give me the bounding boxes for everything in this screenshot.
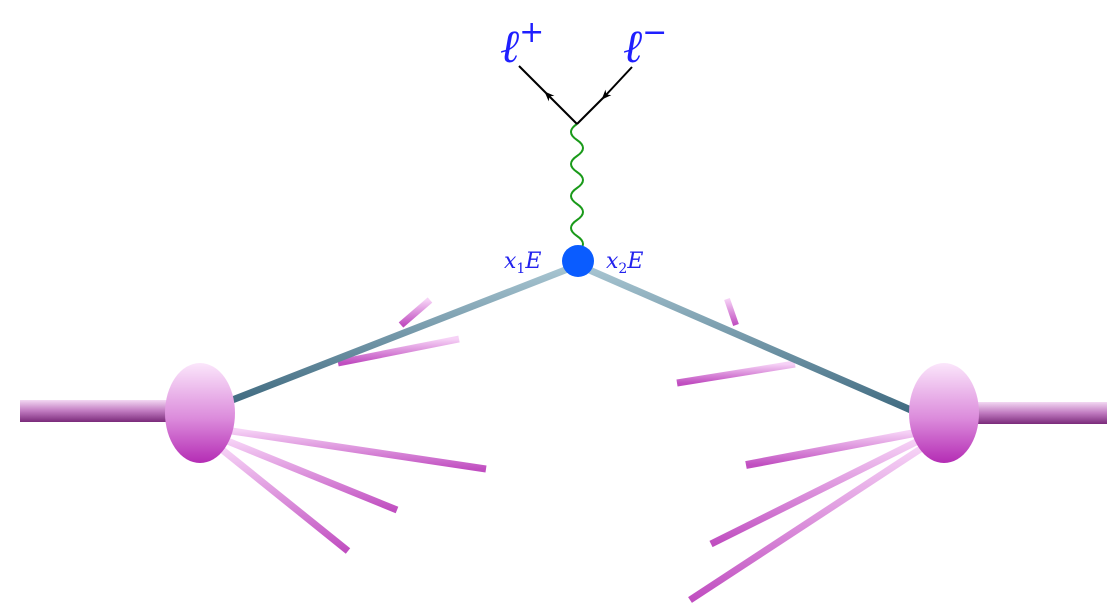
- left-hadron-blob: [165, 363, 235, 463]
- lepton-plus-line: [548, 95, 577, 124]
- lepton-plus-symbol: ℓ: [500, 19, 520, 73]
- lepton-minus-line-tail: [577, 96, 605, 124]
- left-spectator-fragments: [220, 300, 486, 551]
- parton2-subscript: 2: [618, 261, 627, 277]
- parton1-x: x: [504, 249, 517, 274]
- gauge-boson-propagator: [571, 124, 583, 252]
- interaction-vertex: [562, 245, 594, 277]
- parton2-label: x2E: [606, 249, 643, 277]
- parton1-label: x1E: [504, 249, 541, 277]
- lepton-minus-charge: −: [642, 15, 667, 50]
- parton1-energy: E: [524, 249, 541, 274]
- lepton-plus-label: ℓ+: [500, 15, 544, 73]
- left-parton-line: [222, 265, 578, 404]
- right-radiation-2: [727, 299, 736, 325]
- lepton-minus-label: ℓ−: [623, 15, 667, 73]
- right-hadron-blob: [909, 363, 979, 463]
- lepton-plus-line-tail: [519, 66, 548, 95]
- right-radiation-1: [677, 364, 795, 383]
- left-fragment-1: [225, 430, 486, 469]
- parton2-energy: E: [626, 249, 643, 274]
- right-fragment-3: [690, 448, 922, 600]
- right-parton-line: [578, 265, 920, 414]
- lepton-plus-charge: +: [519, 15, 544, 50]
- parton2-x: x: [606, 249, 619, 274]
- lepton-minus-symbol: ℓ: [623, 19, 643, 73]
- right-spectator-fragments: [677, 299, 922, 600]
- parton1-subscript: 1: [516, 261, 525, 277]
- right-fragment-1: [746, 432, 920, 465]
